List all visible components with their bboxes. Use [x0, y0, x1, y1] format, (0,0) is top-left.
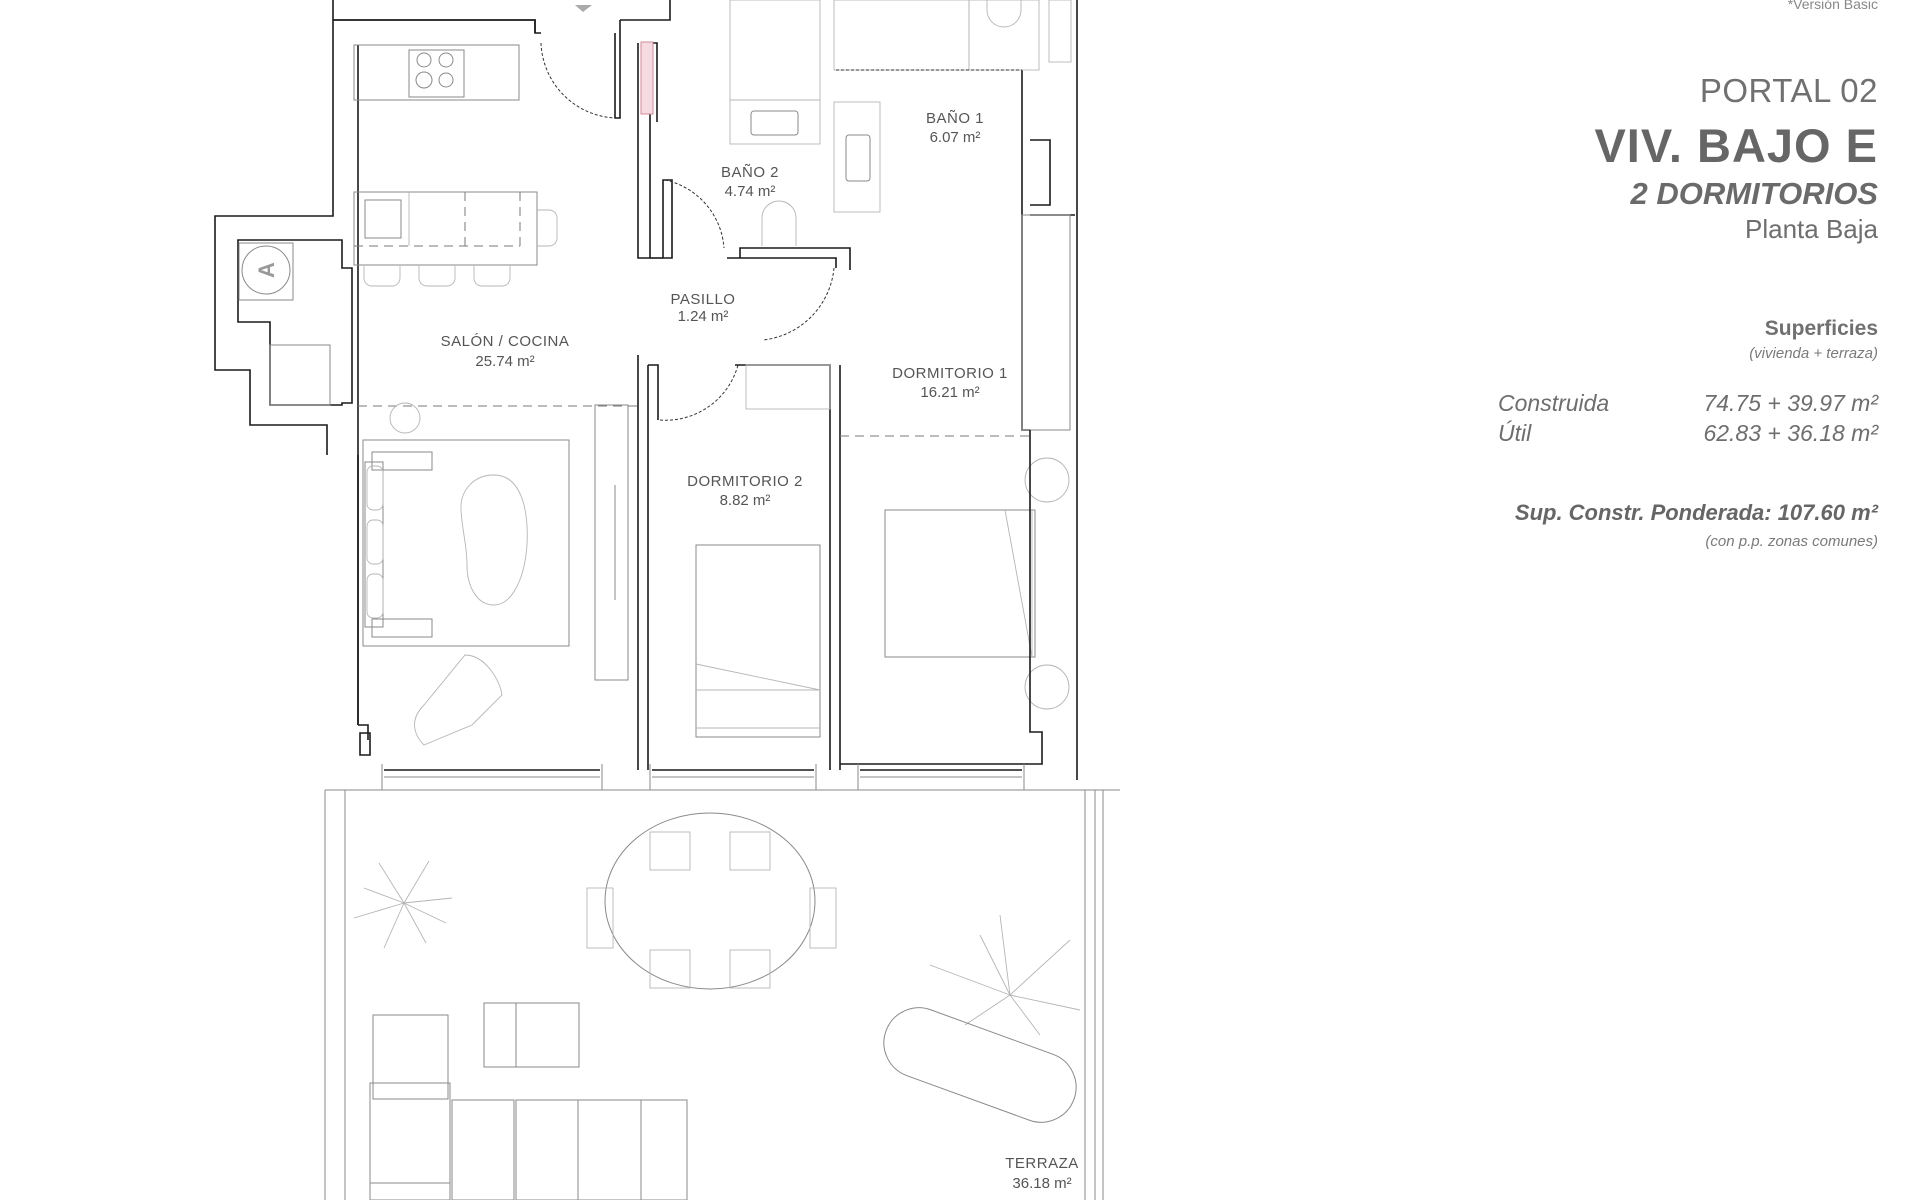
- room-label-bano1: BAÑO 1: [926, 110, 984, 127]
- room-label-bano2: BAÑO 2: [721, 164, 779, 181]
- room-area-pasillo: 1.24 m²: [678, 308, 729, 325]
- room-area-dorm2: 8.82 m²: [720, 492, 771, 509]
- doors: [659, 179, 835, 421]
- room-area-salon: 25.74 m²: [475, 353, 534, 370]
- surfaces-subtitle: (vivienda + terraza): [1749, 345, 1878, 362]
- surfaces-table: Construida 74.75 + 39.97 m² Útil 62.83 +…: [1498, 388, 1878, 448]
- room-label-dorm1: DORMITORIO 1: [892, 365, 1008, 382]
- hatched-wall-section: [640, 41, 654, 115]
- surface-value: 74.75 + 39.97 m²: [1703, 390, 1878, 416]
- bedroom-count: 2 DORMITORIOS: [1630, 176, 1878, 211]
- windows: [381, 764, 1025, 790]
- bathroom-fixtures: [729, 0, 1072, 246]
- living-furniture: [362, 402, 629, 746]
- surface-row-util: Útil 62.83 + 36.18 m²: [1498, 418, 1878, 448]
- entry-arrow-icon: [575, 5, 592, 12]
- weighted-surface-note: (con p.p. zonas comunes): [1705, 533, 1878, 550]
- surfaces-title: Superficies: [1764, 317, 1878, 340]
- room-area-bano2: 4.74 m²: [725, 183, 776, 200]
- dorm1-furniture: [840, 214, 1071, 765]
- weighted-surface: Sup. Constr. Ponderada: 107.60 m²: [1514, 500, 1878, 525]
- laundry-area: A: [238, 242, 331, 406]
- room-label-terraza: TERRAZA: [1005, 1155, 1079, 1172]
- room-area-dorm1: 16.21 m²: [920, 384, 979, 401]
- room-label-salon: SALÓN / COCINA: [441, 333, 570, 350]
- room-area-bano1: 6.07 m²: [930, 129, 981, 146]
- floor-level: Planta Baja: [1745, 214, 1878, 244]
- terrace: [324, 789, 1120, 1200]
- appliance-marker-icon: A: [254, 262, 279, 278]
- room-label-pasillo: PASILLO: [671, 291, 736, 308]
- sun-lounger: [883, 1007, 1077, 1123]
- plant-icon: [353, 860, 453, 949]
- room-area-terraza: 36.18 m²: [1012, 1175, 1071, 1192]
- surface-row-construida: Construida 74.75 + 39.97 m²: [1498, 388, 1878, 418]
- surface-value: 62.83 + 36.18 m²: [1703, 420, 1878, 446]
- portal-label: PORTAL 02: [1699, 72, 1878, 109]
- surface-label: Útil: [1498, 420, 1532, 446]
- version-note: *Versión Basic: [1787, 0, 1878, 12]
- room-label-dorm2: DORMITORIO 2: [687, 473, 803, 490]
- dorm2-furniture: [695, 364, 831, 738]
- surface-label: Construida: [1498, 390, 1610, 416]
- palm-icon: [929, 914, 1081, 1036]
- room-labels: SALÓN / COCINA 25.74 m² PASILLO 1.24 m² …: [441, 110, 1079, 1192]
- unit-title: VIV. BAJO E: [1594, 119, 1878, 172]
- kitchen-fixtures: [353, 5, 616, 287]
